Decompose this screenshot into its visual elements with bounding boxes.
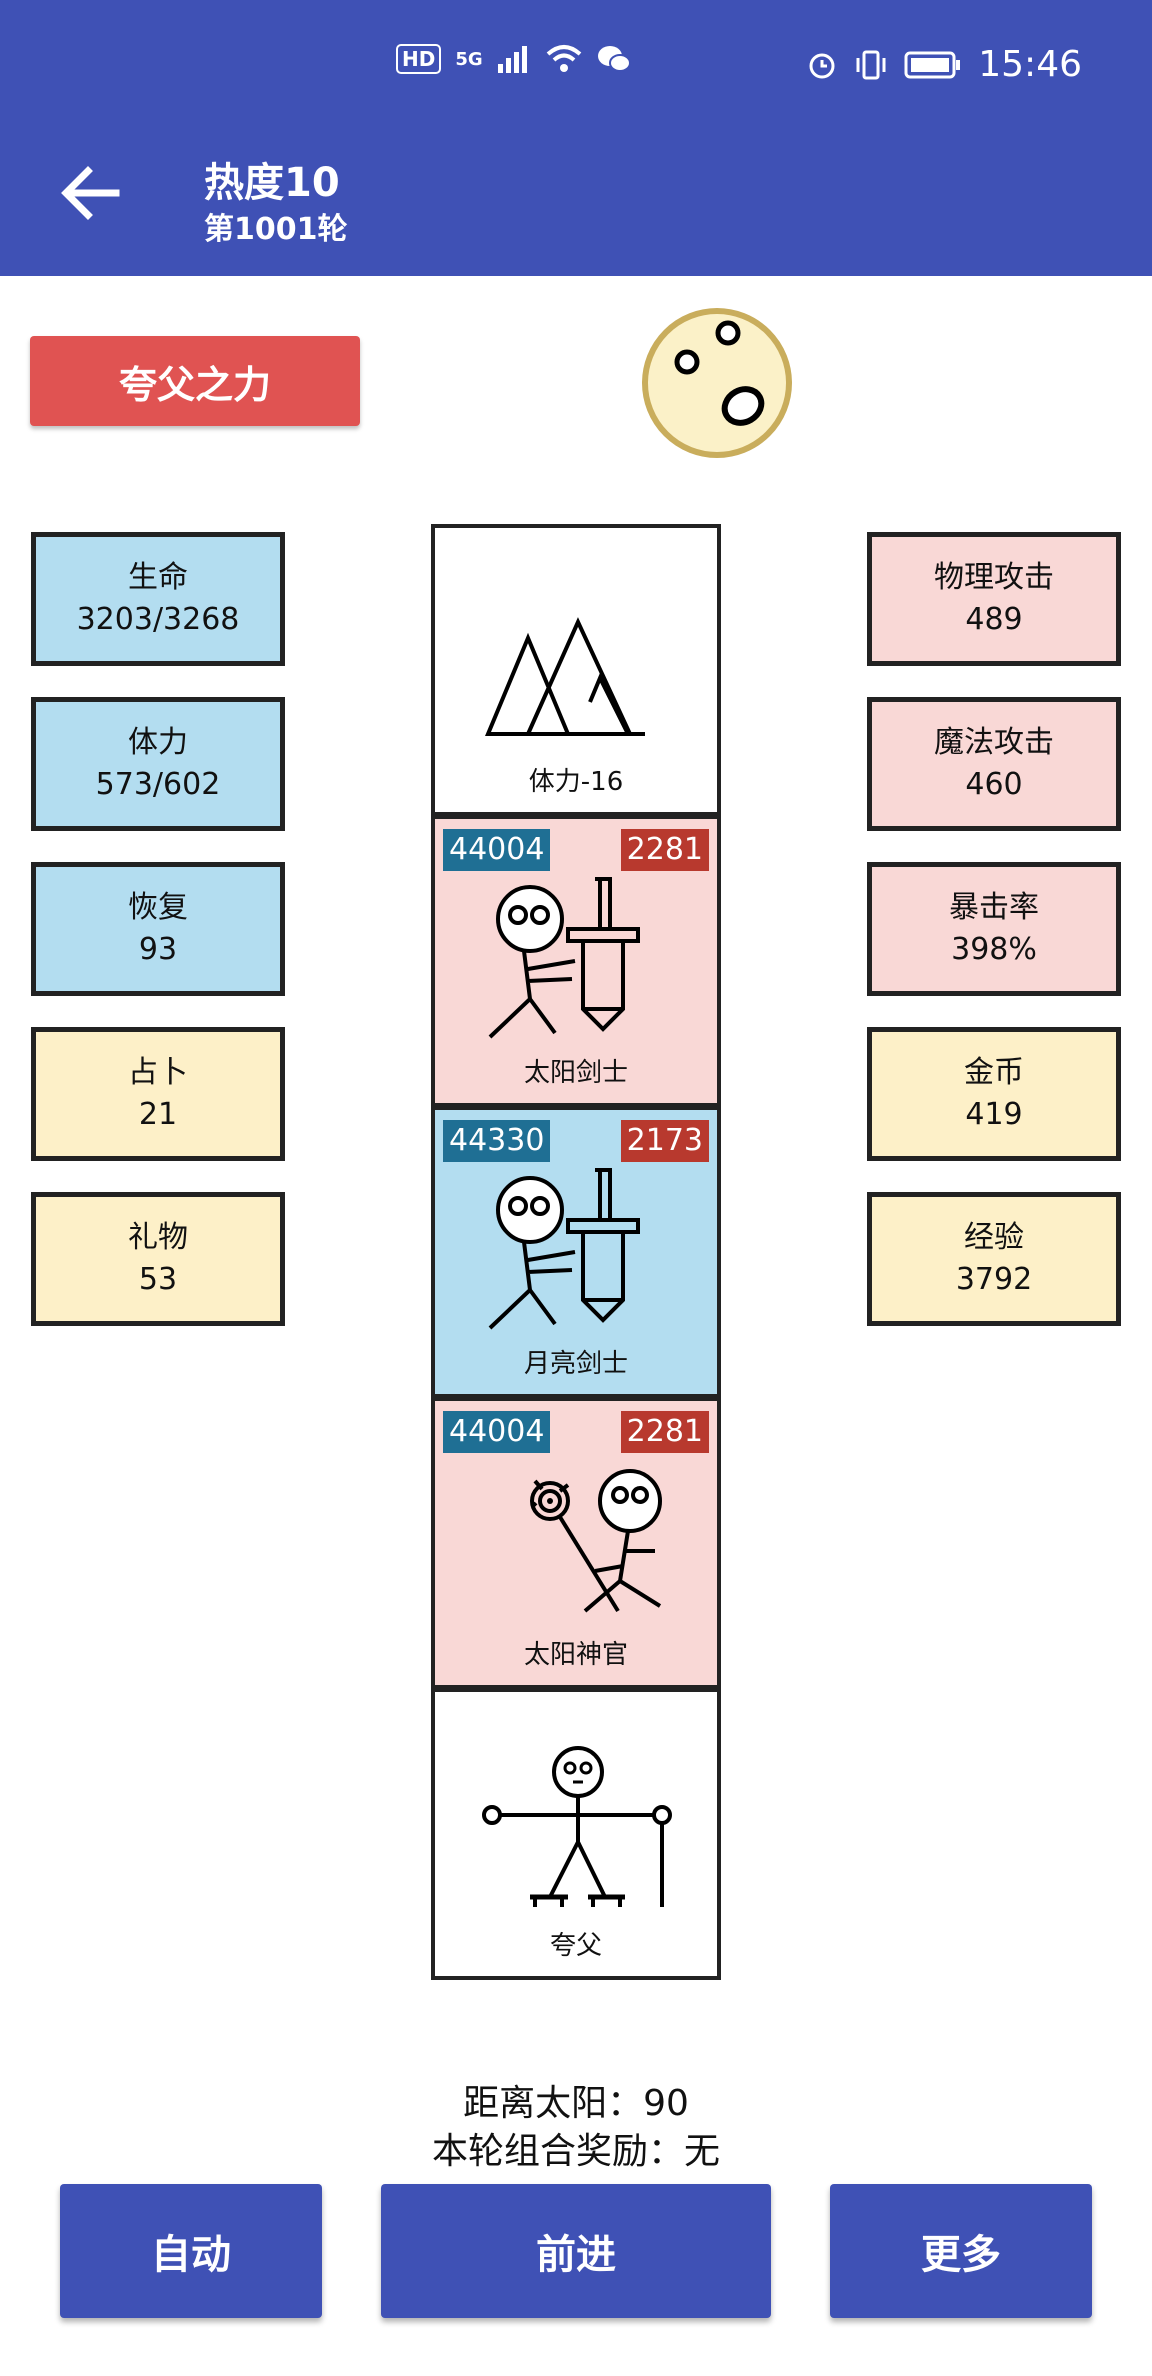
stat-label: 金币 (964, 1055, 1024, 1090)
enemy-attack-badge: 2173 (620, 1120, 709, 1162)
stat-value: 460 (965, 767, 1023, 802)
card-label: 夸父 (549, 1931, 602, 1961)
card-sun-swordsman[interactable]: 44004 2281 太阳剑士 (431, 815, 721, 1107)
back-arrow-icon[interactable] (60, 165, 120, 221)
wifi-icon (546, 45, 581, 72)
battery-icon (904, 51, 961, 78)
stat-value: 93 (138, 932, 178, 967)
stat-physical-attack: 物理攻击 489 (867, 532, 1121, 666)
mountain-icon (485, 617, 645, 736)
kuafu-icon (482, 1746, 672, 1907)
stat-value: 3203/3268 (76, 602, 240, 637)
stat-divination: 占卜 21 (31, 1027, 285, 1161)
network-label: 5G (455, 48, 483, 70)
distance-to-sun: 距离太阳：90 (463, 2083, 689, 2124)
card-label: 太阳剑士 (523, 1058, 628, 1088)
stat-stamina: 体力 573/602 (31, 697, 285, 831)
swordsman-icon (488, 877, 640, 1039)
stat-label: 生命 (128, 560, 188, 595)
more-button[interactable]: 更多 (830, 2184, 1092, 2318)
clock: 15:46 (978, 44, 1082, 85)
stat-label: 物理攻击 (934, 560, 1054, 595)
enemy-attack-badge: 2281 (620, 829, 709, 871)
stat-value: 21 (138, 1097, 178, 1132)
status-right: 15:46 (806, 44, 1082, 85)
vibrate-icon (856, 50, 886, 79)
stat-label: 暴击率 (949, 890, 1039, 925)
app-bar: HD 5G (0, 0, 1152, 276)
stat-value: 573/602 (95, 767, 221, 802)
status-bar: HD 5G (0, 0, 1152, 134)
stat-hp: 生命 3203/3268 (31, 532, 285, 666)
stat-crit-rate: 暴击率 398% (867, 862, 1121, 996)
card-moon-swordsman[interactable]: 44330 2173 月亮剑士 (431, 1106, 721, 1398)
stat-value: 489 (965, 602, 1023, 637)
enemy-hp-badge: 44330 (443, 1120, 551, 1162)
combo-bonus: 本轮组合奖励：无 (431, 2131, 720, 2172)
sun-face-icon (642, 308, 792, 458)
wechat-icon (597, 46, 631, 72)
signal-icon (497, 46, 527, 73)
alarm-icon (809, 53, 835, 78)
stat-label: 经验 (964, 1220, 1024, 1255)
enemy-attack-badge: 2281 (620, 1411, 709, 1453)
stat-label: 占卜 (128, 1055, 188, 1090)
card-mountain[interactable]: 体力-16 (431, 524, 721, 816)
stat-gold: 金币 419 (867, 1027, 1121, 1161)
page-title: 热度10 (204, 160, 340, 206)
card-sun-priest[interactable]: 44004 2281 太阳神官 (431, 1397, 721, 1689)
hd-badge: HD (396, 44, 442, 74)
swordsman-icon (488, 1168, 640, 1330)
auto-button[interactable]: 自动 (60, 2184, 322, 2318)
stat-label: 恢复 (128, 890, 188, 925)
stat-value: 53 (138, 1262, 178, 1297)
stat-magic-attack: 魔法攻击 460 (867, 697, 1121, 831)
priest-icon (530, 1469, 662, 1613)
card-label: 太阳神官 (523, 1640, 628, 1670)
card-label: 月亮剑士 (523, 1349, 628, 1379)
stat-gift: 礼物 53 (31, 1192, 285, 1326)
stat-value: 398% (951, 932, 1037, 967)
card-label: 体力-16 (528, 767, 624, 797)
card-kuafu[interactable]: 夸父 (431, 1688, 721, 1980)
status-left: HD 5G (396, 44, 631, 74)
stat-label: 体力 (128, 725, 188, 760)
stat-label: 魔法攻击 (934, 725, 1054, 760)
stat-label: 礼物 (128, 1220, 188, 1255)
stat-recovery: 恢复 93 (31, 862, 285, 996)
power-button[interactable]: 夸父之力 (30, 336, 360, 426)
enemy-hp-badge: 44004 (443, 829, 551, 871)
forward-button[interactable]: 前进 (381, 2184, 771, 2318)
page-subtitle: 第1001轮 (204, 212, 348, 247)
stat-value: 419 (965, 1097, 1023, 1132)
enemy-hp-badge: 44004 (443, 1411, 551, 1453)
stat-experience: 经验 3792 (867, 1192, 1121, 1326)
stat-value: 3792 (955, 1262, 1033, 1297)
